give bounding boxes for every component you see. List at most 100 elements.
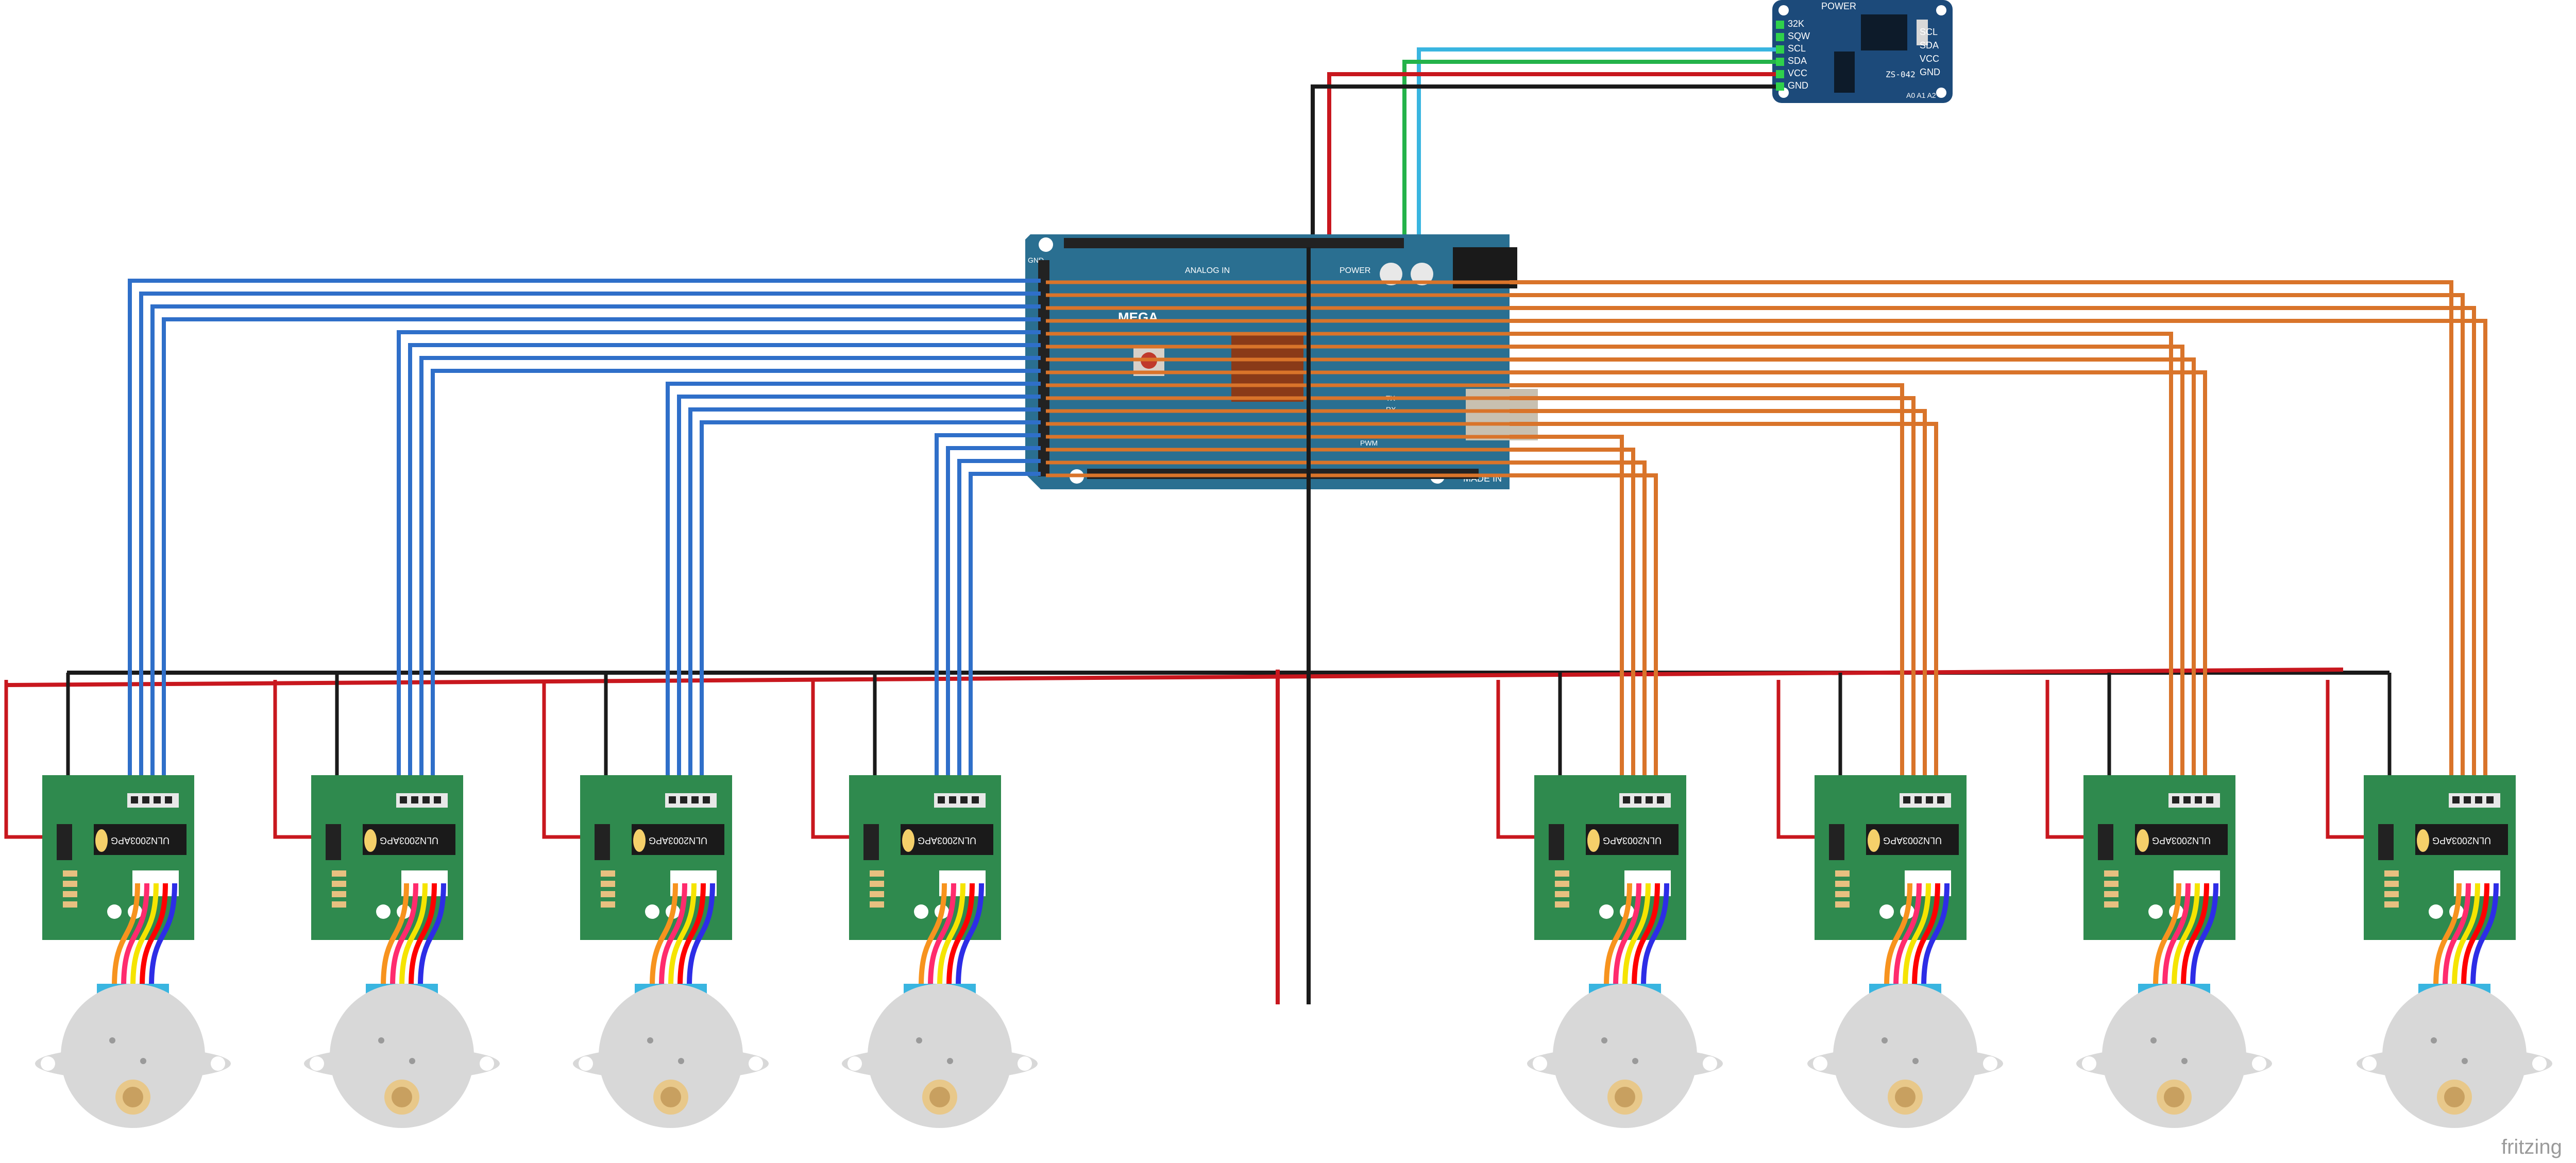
mega-capacitor	[1380, 263, 1402, 285]
rtc-mount-hole	[1936, 5, 1946, 15]
gnd-wire	[1311, 84, 1776, 247]
driver-chip	[363, 824, 455, 855]
driver-input-pin	[2206, 796, 2213, 803]
signal-wire	[150, 304, 1041, 806]
driver-capacitor	[2137, 829, 2149, 852]
motor-flange-hole	[579, 1056, 593, 1071]
driver-input-pin	[960, 796, 968, 803]
driver-power-header	[1829, 824, 1844, 860]
rtc-mount-hole	[1936, 88, 1946, 98]
driver-capacitor	[2417, 829, 2429, 852]
motor-lead	[1912, 883, 1940, 987]
driver-input-pin	[131, 796, 138, 803]
driver-led	[870, 870, 884, 877]
motor-screw	[1632, 1058, 1638, 1064]
motor-body	[330, 984, 474, 1128]
motor-lead	[1622, 883, 1651, 987]
driver-input-pin	[680, 796, 687, 803]
mega-top-header	[1064, 238, 1404, 248]
rtc-pin	[1776, 33, 1784, 41]
motor-lead	[2452, 883, 2480, 987]
stepper-motors	[35, 883, 2552, 1128]
rtc-pin-scl-label: SCL	[1788, 43, 1806, 54]
motor-lead	[2172, 883, 2200, 987]
driver-power-header	[326, 824, 341, 860]
motor-shaft	[2164, 1087, 2184, 1107]
driver-input-pin	[2452, 796, 2460, 803]
rtc-pin-gnd-label: GND	[1788, 80, 1808, 91]
signal-wire	[1510, 396, 1916, 806]
rtc-pin	[1776, 82, 1784, 91]
driver-chip	[1586, 824, 1679, 855]
motor-lead	[668, 883, 697, 987]
motor-body	[599, 984, 743, 1128]
motor-screw	[1882, 1037, 1888, 1044]
signal-wire	[957, 459, 1041, 806]
rtc-right-pin-vcc-label: VCC	[1920, 54, 1939, 64]
motor-screw	[916, 1037, 922, 1044]
driver-input-pin	[411, 796, 418, 803]
driver-led	[2104, 891, 2119, 897]
driver-mount-hole	[107, 904, 122, 919]
driver-input-pin	[1937, 796, 1944, 803]
motor-lead	[937, 883, 965, 987]
driver-led	[2104, 881, 2119, 887]
motor-lead	[1893, 883, 1922, 987]
driver-input-pin	[2172, 796, 2179, 803]
driver-chip-label: ULN2003APG	[111, 835, 170, 846]
signal-wire	[677, 395, 1041, 806]
stepper-motor	[1527, 883, 1723, 1128]
driver-led	[870, 881, 884, 887]
motor-screw	[109, 1037, 115, 1044]
driver-capacitor	[364, 829, 377, 852]
rtc-chip-label: ZS-042	[1886, 70, 1916, 79]
driver-capacitor	[902, 829, 914, 852]
motor-lead	[1604, 883, 1632, 987]
driver-capacitor	[633, 829, 646, 852]
mega-pwm-label: PWM	[1360, 439, 1378, 447]
driver-chip-label: ULN2003APG	[380, 835, 438, 846]
mega-power-label: POWER	[1340, 266, 1370, 275]
driver-chip	[901, 824, 993, 855]
motor-screw	[378, 1037, 384, 1044]
driver-led	[870, 901, 884, 908]
driver-input-pin	[2183, 796, 2191, 803]
driver-mount-hole	[645, 904, 659, 919]
driver-input-pin	[1903, 796, 1910, 803]
mega-analog-label: ANALOG IN	[1185, 266, 1230, 275]
driver-chip	[2135, 824, 2228, 855]
signal-wire	[1510, 435, 1624, 806]
uln2003-driver: ULN2003APG	[2364, 775, 2516, 940]
motor-lead	[1641, 883, 1669, 987]
motor-shaft	[1895, 1087, 1916, 1107]
driver-led	[2384, 901, 2399, 908]
mega-mount-hole	[1039, 237, 1053, 252]
driver-input-pin	[938, 796, 945, 803]
motor-lead	[130, 883, 159, 987]
motor-flange-hole	[1018, 1056, 1032, 1071]
motor-lead	[418, 883, 446, 987]
signal-wire	[431, 369, 1041, 806]
signal-wire	[1510, 280, 2453, 806]
motor-screw	[678, 1058, 684, 1064]
rtc-pin-32k-label: 32K	[1788, 19, 1804, 29]
signal-wires	[128, 279, 2487, 806]
driver-input-pin	[691, 796, 699, 803]
driver-led	[2384, 870, 2399, 877]
signal-wire	[1510, 306, 2476, 806]
driver-chip-label: ULN2003APG	[649, 835, 707, 846]
motor-lead	[2181, 883, 2209, 987]
rtc-pin-sqw-label: SQW	[1788, 31, 1810, 41]
motor-lead	[677, 883, 706, 987]
driver-input-pin	[1657, 796, 1664, 803]
rtc-board	[1772, 0, 1953, 103]
motor-shaft	[660, 1087, 681, 1107]
motor-flange-hole	[41, 1056, 55, 1071]
driver-chip-label: ULN2003APG	[918, 835, 976, 846]
rtc-power-label: POWER	[1821, 1, 1856, 11]
signal-wire	[419, 356, 1041, 806]
driver-led	[1835, 891, 1850, 897]
driver-input-pin	[2195, 796, 2202, 803]
driver-mount-hole	[1879, 904, 1894, 919]
